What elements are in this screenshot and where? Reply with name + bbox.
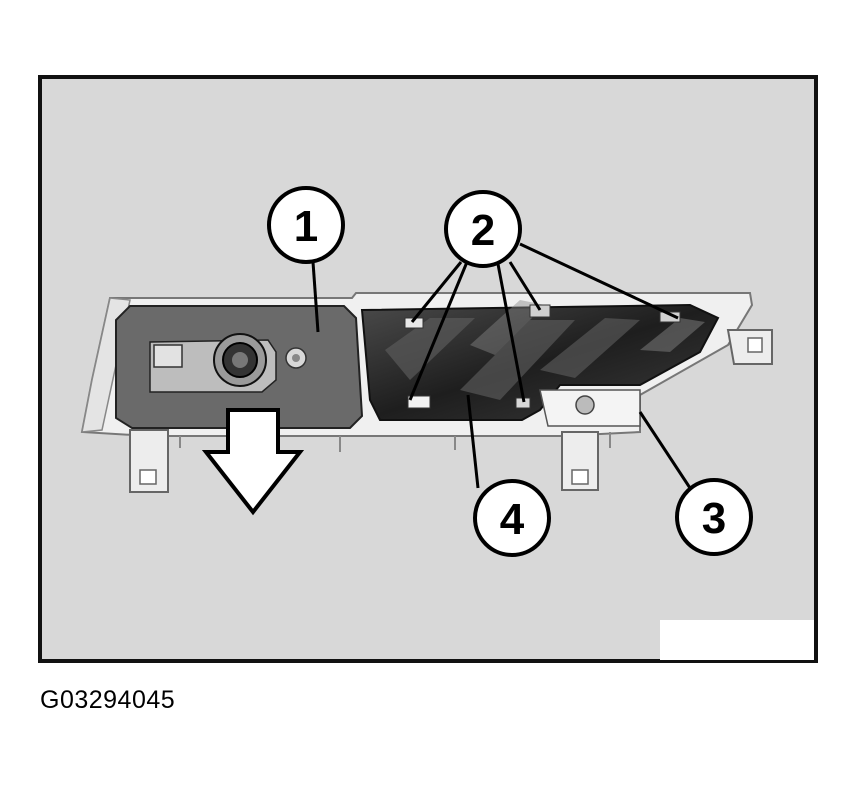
figure-id: G03294045 <box>40 686 176 714</box>
callout-3-label: 3 <box>702 494 726 543</box>
blank-label-area <box>660 620 814 660</box>
cover-plate <box>115 305 364 429</box>
callout-1: 1 <box>267 186 345 264</box>
callout-4: 4 <box>473 479 551 557</box>
callout-2-label: 2 <box>471 206 495 255</box>
callout-2: 2 <box>444 190 522 268</box>
callout-4-label: 4 <box>500 495 525 544</box>
callout-3: 3 <box>675 478 753 556</box>
removal-direction-arrow <box>201 408 305 516</box>
callout-1-label: 1 <box>294 202 318 251</box>
leader-lines <box>311 242 692 489</box>
